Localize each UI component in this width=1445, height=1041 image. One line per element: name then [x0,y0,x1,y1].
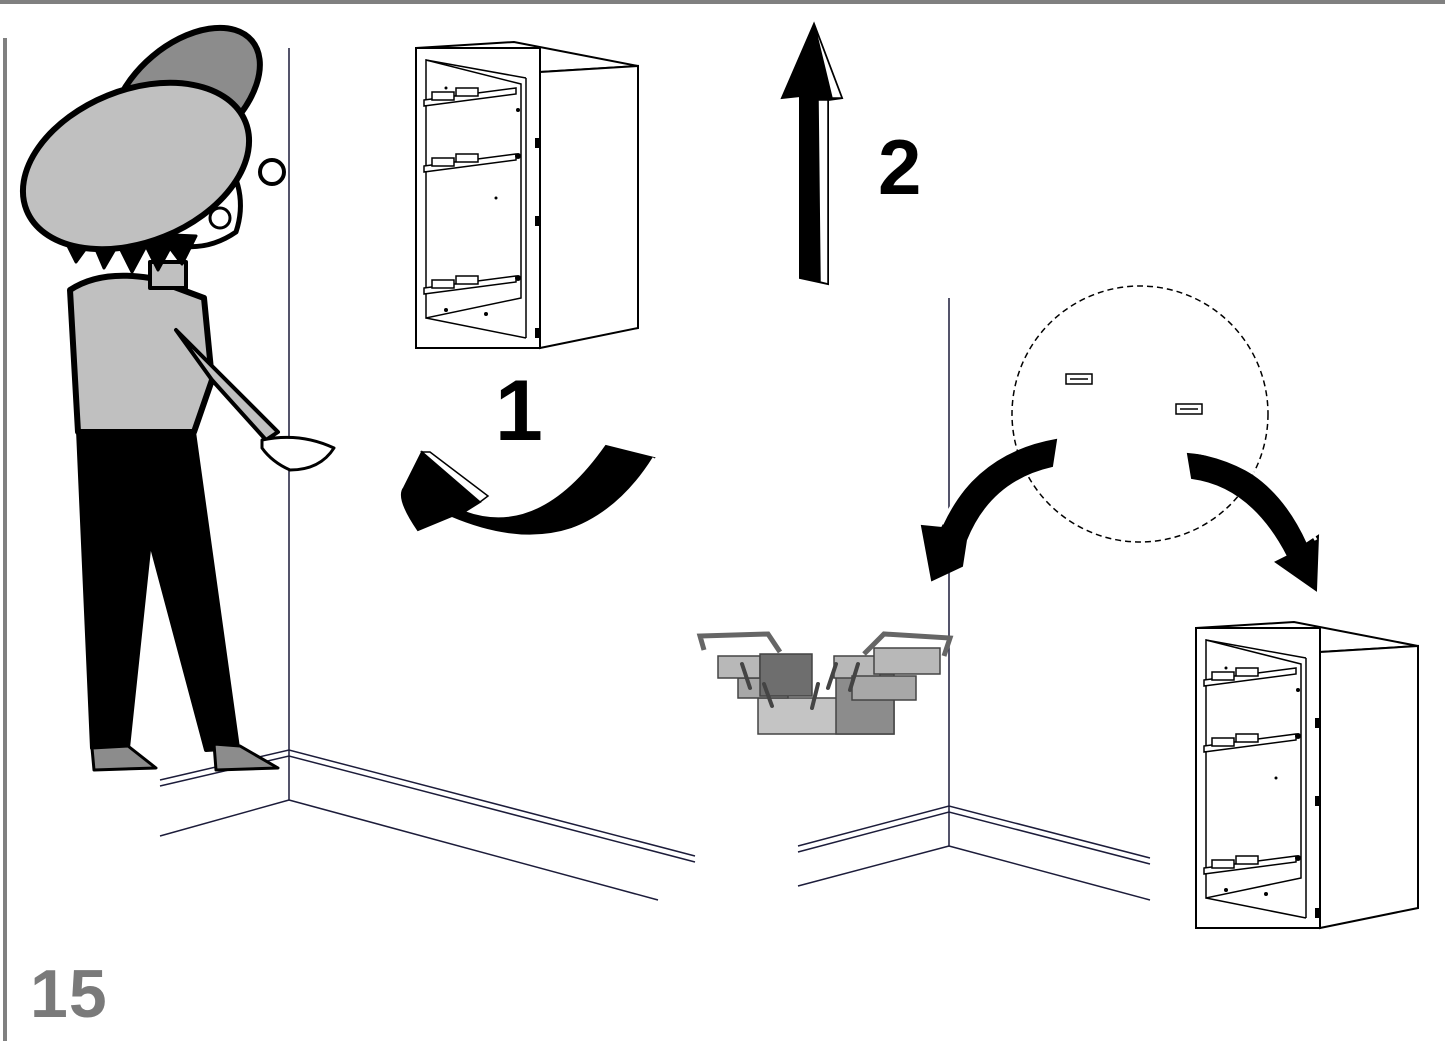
right-room-lines [798,298,1150,900]
toolbox-icon [700,634,950,734]
wall-cabinet-icon [1196,622,1418,928]
step-number-1: 1 [495,368,543,454]
step-number-2: 2 [878,128,921,206]
person-figure [0,1,334,770]
detail-circle [1012,286,1268,542]
curved-arrow-icon [1188,452,1318,590]
up-arrow-icon [782,24,842,284]
wall-cabinet-icon [416,42,638,348]
curved-arrow-icon [922,438,1056,580]
page-number: 15 [30,960,108,1028]
wall-bracket-icon [1066,374,1202,414]
curved-arrow-icon [402,446,654,539]
